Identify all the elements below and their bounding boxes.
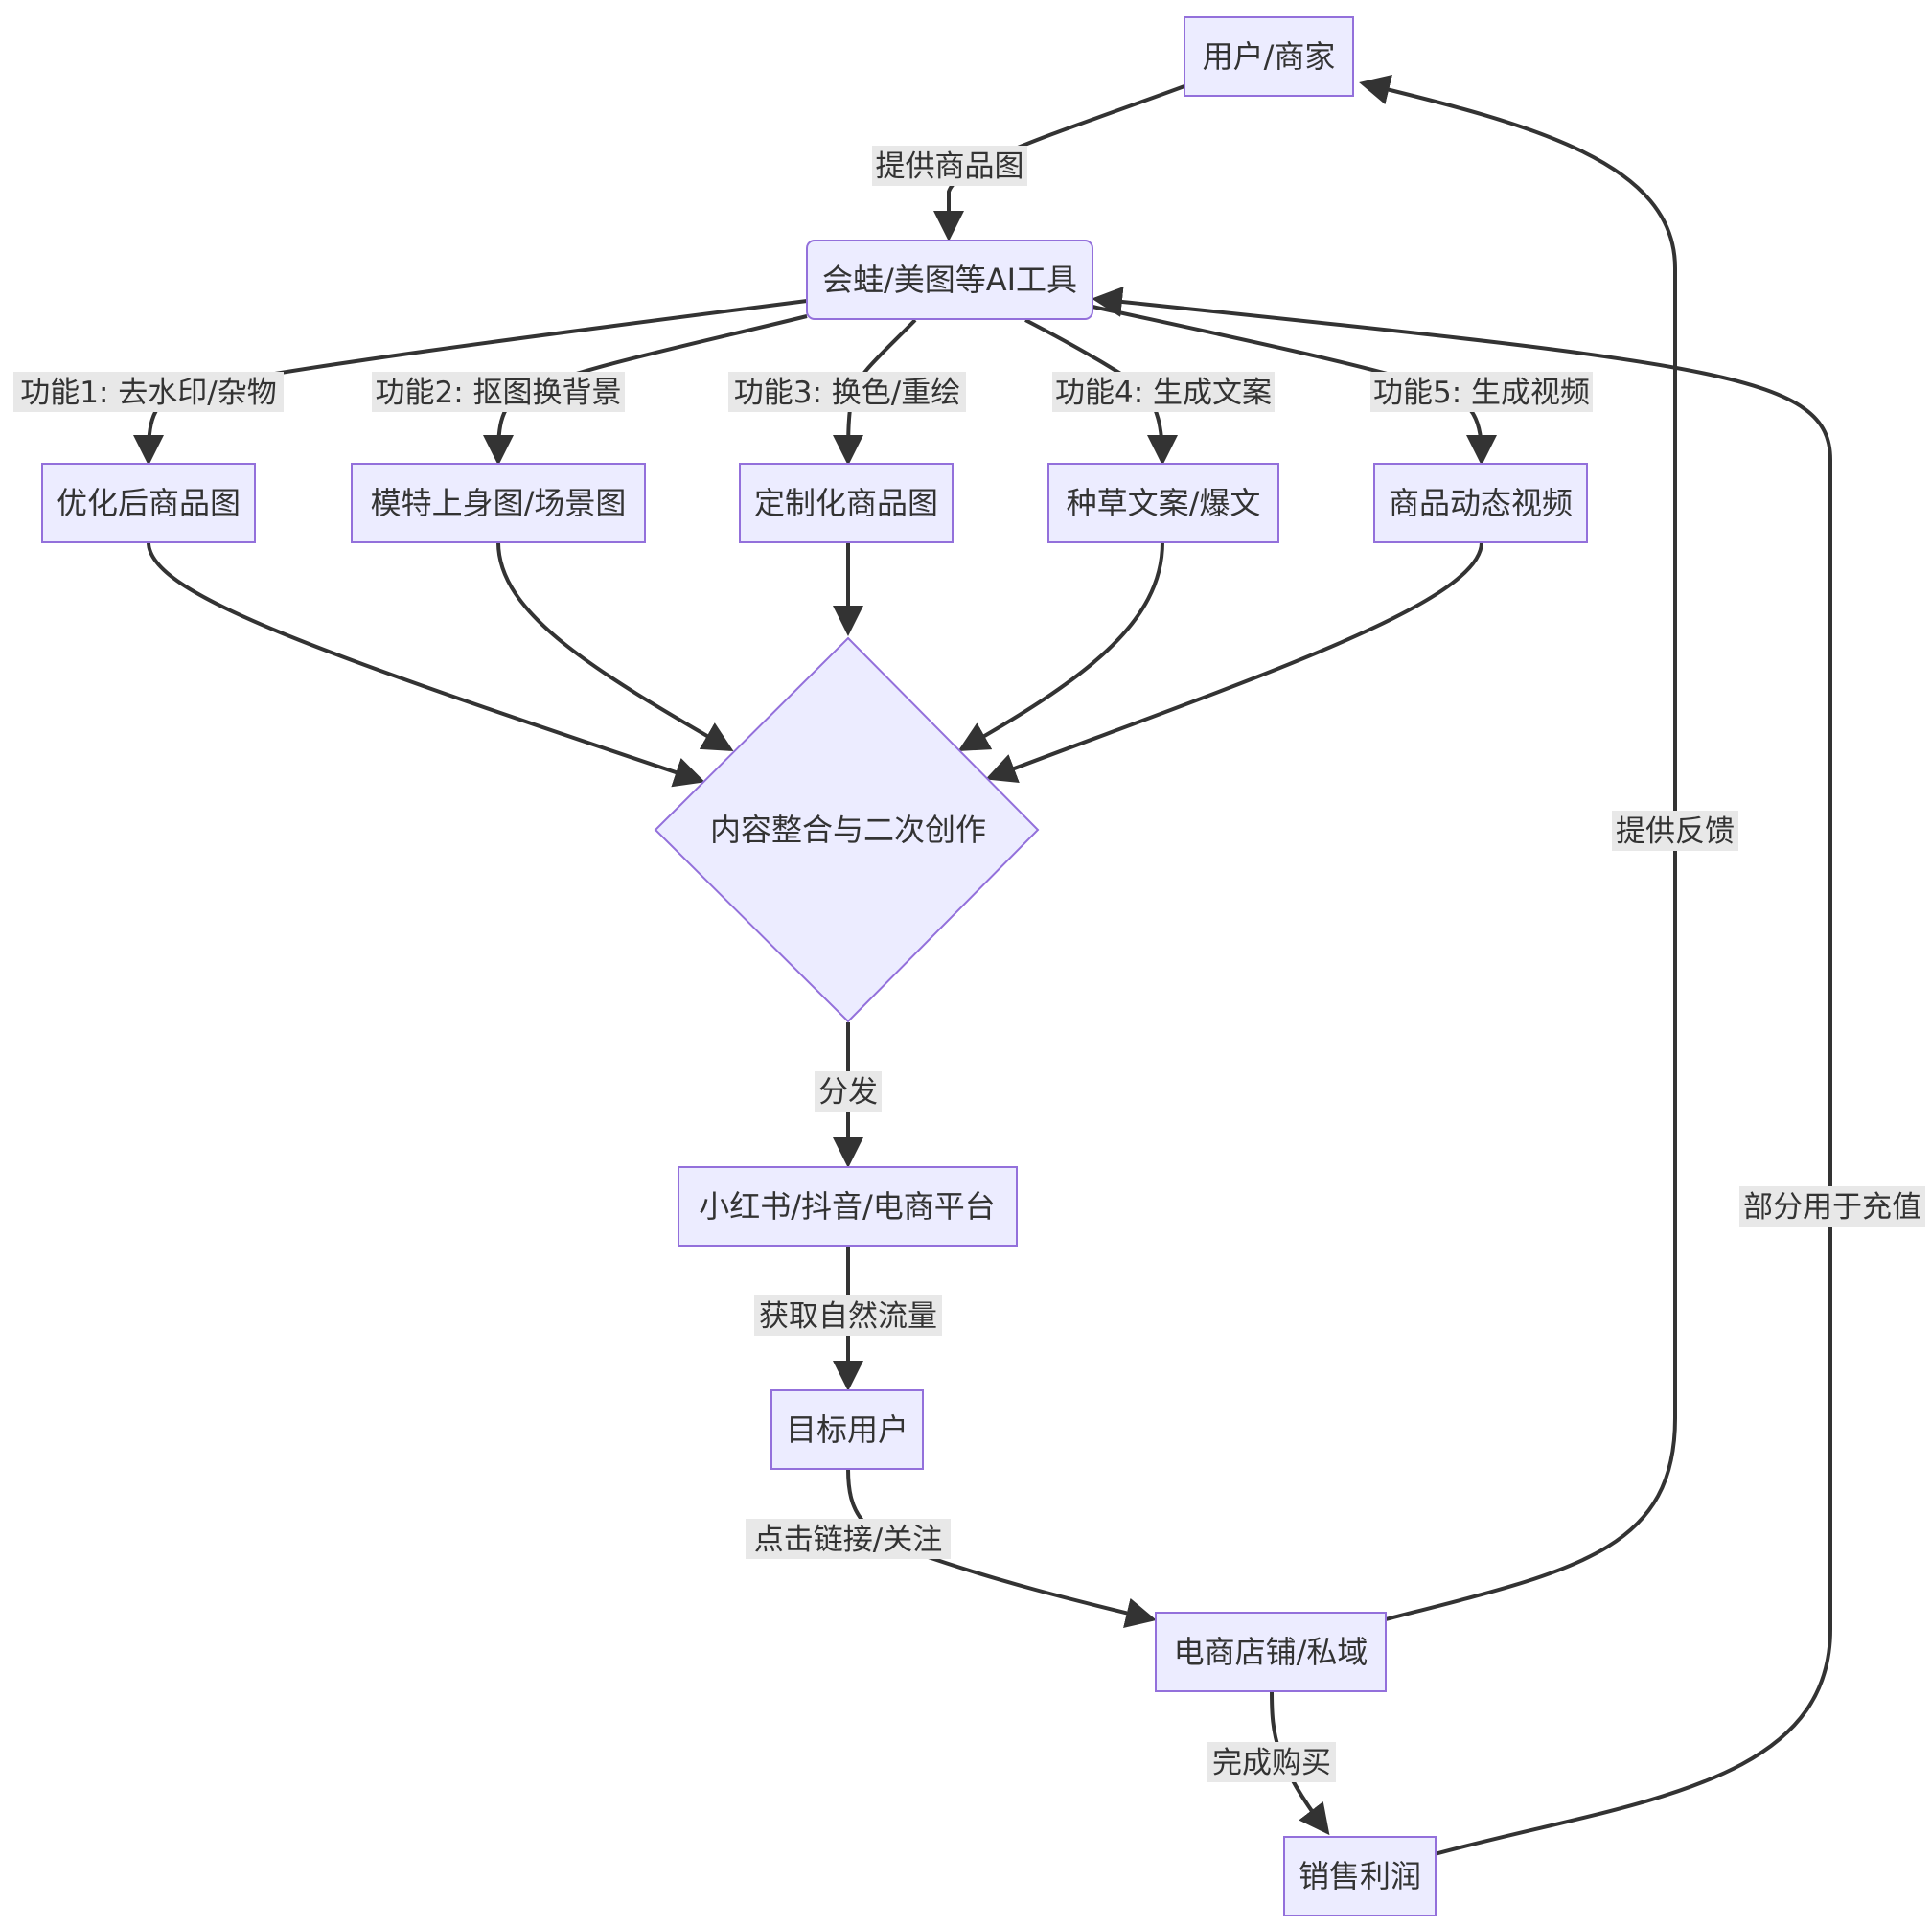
svg-text:小红书/抖音/电商平台: 小红书/抖音/电商平台 <box>699 1188 996 1225</box>
svg-text:功能5: 生成视频: 功能5: 生成视频 <box>1373 376 1590 410</box>
edge-label-click-follow: 点击链接/关注 <box>746 1519 951 1559</box>
node-model-scene-image[interactable]: 模特上身图/场景图 <box>351 463 646 543</box>
edge-label-feature1: 功能1: 去水印/杂物 <box>13 372 284 412</box>
edge-label-provide-feedback: 提供反馈 <box>1612 811 1738 851</box>
svg-text:分发: 分发 <box>818 1075 878 1110</box>
edge-video-to-integration <box>985 541 1484 783</box>
svg-text:销售利润: 销售利润 <box>1299 1858 1421 1894</box>
node-store[interactable]: 电商店铺/私域 <box>1155 1612 1387 1692</box>
edge-label-recharge: 部分用于充值 <box>1739 1186 1925 1227</box>
node-platforms[interactable]: 小红书/抖音/电商平台 <box>678 1166 1018 1247</box>
svg-text:功能1: 去水印/杂物: 功能1: 去水印/杂物 <box>20 376 276 410</box>
edge-label-provide-image: 提供商品图 <box>872 146 1027 186</box>
svg-text:提供反馈: 提供反馈 <box>1616 814 1735 849</box>
edge-label-complete-purchase: 完成购买 <box>1208 1742 1336 1782</box>
edge-label-feature5: 功能5: 生成视频 <box>1370 372 1593 412</box>
svg-text:内容整合与二次创作: 内容整合与二次创作 <box>710 812 986 848</box>
svg-text:获取自然流量: 获取自然流量 <box>759 1299 937 1334</box>
svg-text:提供商品图: 提供商品图 <box>876 149 1024 184</box>
edge-target-users-to-store <box>846 1468 1157 1628</box>
edge-store-to-user-feedback <box>1359 75 1677 1621</box>
edge-label-feature3: 功能3: 换色/重绘 <box>728 372 966 412</box>
svg-text:电商店铺/私域: 电商店铺/私域 <box>1174 1634 1368 1670</box>
node-profit[interactable]: 销售利润 <box>1283 1836 1437 1916</box>
svg-text:功能2: 抠图换背景: 功能2: 抠图换背景 <box>375 376 621 410</box>
svg-text:种草文案/爆文: 种草文案/爆文 <box>1067 485 1261 521</box>
edge-model-scene-to-integration <box>496 541 734 752</box>
svg-text:会蛙/美图等AI工具: 会蛙/美图等AI工具 <box>822 262 1077 298</box>
edges <box>133 75 1832 1856</box>
edge-optimized-to-integration <box>147 541 705 788</box>
svg-text:目标用户: 目标用户 <box>786 1411 908 1448</box>
svg-text:点击链接/关注: 点击链接/关注 <box>754 1523 942 1557</box>
edge-label-natural-traffic: 获取自然流量 <box>754 1295 942 1336</box>
nodes: 用户/商家 会蛙/美图等AI工具 优化后商品图 模特上身图/场景图 定制化商品图… <box>41 16 1588 1916</box>
node-optimized-image[interactable]: 优化后商品图 <box>41 463 256 543</box>
edge-label-distribute: 分发 <box>815 1071 882 1112</box>
svg-text:功能3: 换色/重绘: 功能3: 换色/重绘 <box>734 376 960 410</box>
edge-copywriting-to-integration <box>957 541 1164 751</box>
node-product-video[interactable]: 商品动态视频 <box>1373 463 1588 543</box>
svg-text:优化后商品图: 优化后商品图 <box>57 485 241 521</box>
svg-text:模特上身图/场景图: 模特上身图/场景图 <box>371 485 627 521</box>
node-user-merchant[interactable]: 用户/商家 <box>1184 16 1354 97</box>
svg-text:商品动态视频: 商品动态视频 <box>1389 485 1573 521</box>
edge-label-feature2: 功能2: 抠图换背景 <box>372 372 625 412</box>
svg-text:功能4: 生成文案: 功能4: 生成文案 <box>1055 376 1272 410</box>
edge-profit-to-ai-recharge <box>1092 287 1832 1856</box>
node-copywriting[interactable]: 种草文案/爆文 <box>1047 463 1279 543</box>
svg-text:部分用于充值: 部分用于充值 <box>1743 1190 1921 1225</box>
edge-labels: 提供商品图 功能1: 去水印/杂物 功能2: 抠图换背景 功能3: 换色/重绘 … <box>13 146 1925 1782</box>
svg-text:定制化商品图: 定制化商品图 <box>754 485 938 521</box>
node-custom-image[interactable]: 定制化商品图 <box>739 463 954 543</box>
edge-label-feature4: 功能4: 生成文案 <box>1052 372 1275 412</box>
svg-text:完成购买: 完成购买 <box>1212 1746 1331 1780</box>
node-content-integration[interactable]: 内容整合与二次创作 <box>654 636 1040 1023</box>
node-ai-tool[interactable]: 会蛙/美图等AI工具 <box>806 240 1093 320</box>
node-target-users[interactable]: 目标用户 <box>770 1389 924 1470</box>
svg-text:用户/商家: 用户/商家 <box>1203 38 1336 75</box>
